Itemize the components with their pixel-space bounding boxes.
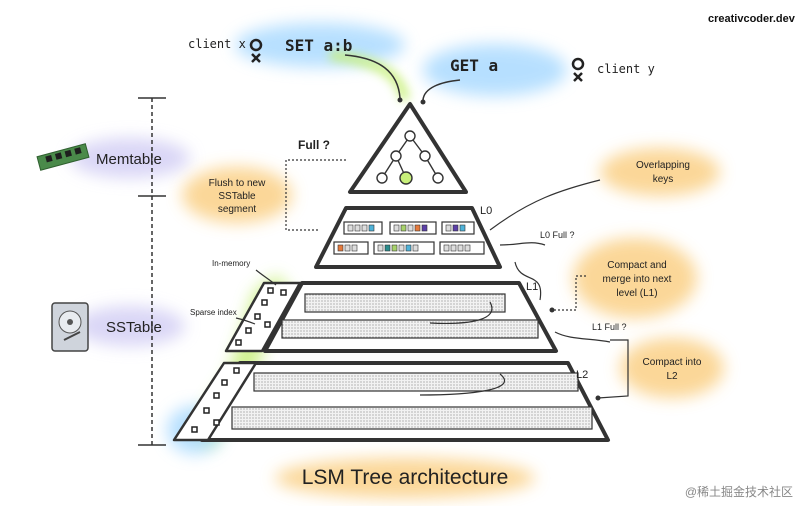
- memtable-triangle: [348, 102, 468, 194]
- watermark: @稀土掘金技术社区: [685, 484, 793, 499]
- get-path: [422, 79, 461, 101]
- l1-run-2: [281, 319, 539, 339]
- highlight-overlap: [600, 148, 720, 196]
- compact-l2-dot: [595, 395, 601, 401]
- client-y-label: client y: [597, 62, 655, 76]
- overlap-annotation: Overlapping keys: [636, 160, 690, 185]
- ram-icon: [36, 143, 90, 171]
- highlight-get: [423, 44, 567, 96]
- l1-label: L1: [526, 281, 538, 293]
- l2-sparse-index: [172, 361, 258, 442]
- disk-icon: [51, 302, 89, 352]
- flush-line-2: SSTable: [218, 191, 256, 202]
- l2-label: L2: [576, 369, 588, 381]
- highlight-set-stroke: [329, 50, 410, 102]
- l1-sparse-index: [224, 281, 302, 353]
- highlight-flush: [182, 167, 292, 223]
- level-l0: [314, 206, 502, 269]
- set-command: SET a:b: [285, 36, 352, 55]
- flush-annotation: Flush to new SSTable segment: [209, 178, 266, 215]
- highlight-compact-l2: [620, 338, 724, 398]
- highlight-compact-next: [573, 238, 697, 318]
- compact-next-line-1: Compact and: [607, 260, 666, 271]
- compact-next-line-3: level (L1): [616, 288, 657, 299]
- set-path-end: [397, 97, 403, 103]
- brand-label: creativcoder.dev: [708, 13, 796, 25]
- l0-segment-keys: [337, 224, 471, 252]
- level-bracket: [138, 97, 166, 446]
- diagram-title: LSM Tree architecture: [302, 466, 509, 489]
- get-command: GET a: [450, 56, 498, 75]
- highlight-set: [235, 23, 405, 67]
- memtable-label: Memtable: [96, 151, 162, 168]
- l2-index-entries: [191, 367, 240, 433]
- compact-next-dot: [549, 307, 555, 313]
- flush-line-1: Flush to new: [209, 178, 266, 189]
- highlight-title: [275, 458, 535, 498]
- connectors: [235, 159, 629, 399]
- compact-l2-annotation: Compact into L2: [643, 357, 702, 382]
- client-x-icon: [249, 38, 263, 63]
- overlap-line-2: keys: [653, 174, 674, 185]
- set-path: [344, 54, 401, 99]
- l1-run-1: [304, 293, 506, 313]
- highlight-memtable: [70, 138, 190, 178]
- highlight-sstable: [75, 306, 185, 346]
- memtable-full-question: Full ?: [298, 138, 330, 152]
- sstable-label: SSTable: [106, 319, 162, 336]
- get-path-end: [420, 99, 426, 105]
- sparse-index-label: Sparse index: [190, 308, 237, 317]
- in-memory-label: In-memory: [212, 259, 250, 268]
- l1-full-label: L1 Full ?: [592, 322, 627, 332]
- l2-run-2: [231, 406, 593, 430]
- client-y-icon: [571, 57, 585, 82]
- memtable-tree: [376, 130, 444, 185]
- l1-index-entries: [235, 287, 287, 346]
- l0-full-label: L0 Full ?: [540, 230, 575, 240]
- client-x-label: client x: [188, 37, 246, 51]
- overlap-line-1: Overlapping: [636, 160, 690, 171]
- compact-next-annotation: Compact and merge into next level (L1): [603, 260, 672, 299]
- flush-line-3: segment: [218, 204, 257, 215]
- compact-l2-line-1: Compact into: [643, 357, 702, 368]
- level-l1: [263, 281, 558, 353]
- l0-label: L0: [480, 205, 492, 217]
- compact-next-line-2: merge into next: [603, 274, 672, 285]
- compact-l2-line-2: L2: [666, 371, 678, 382]
- l2-run-1: [253, 372, 579, 392]
